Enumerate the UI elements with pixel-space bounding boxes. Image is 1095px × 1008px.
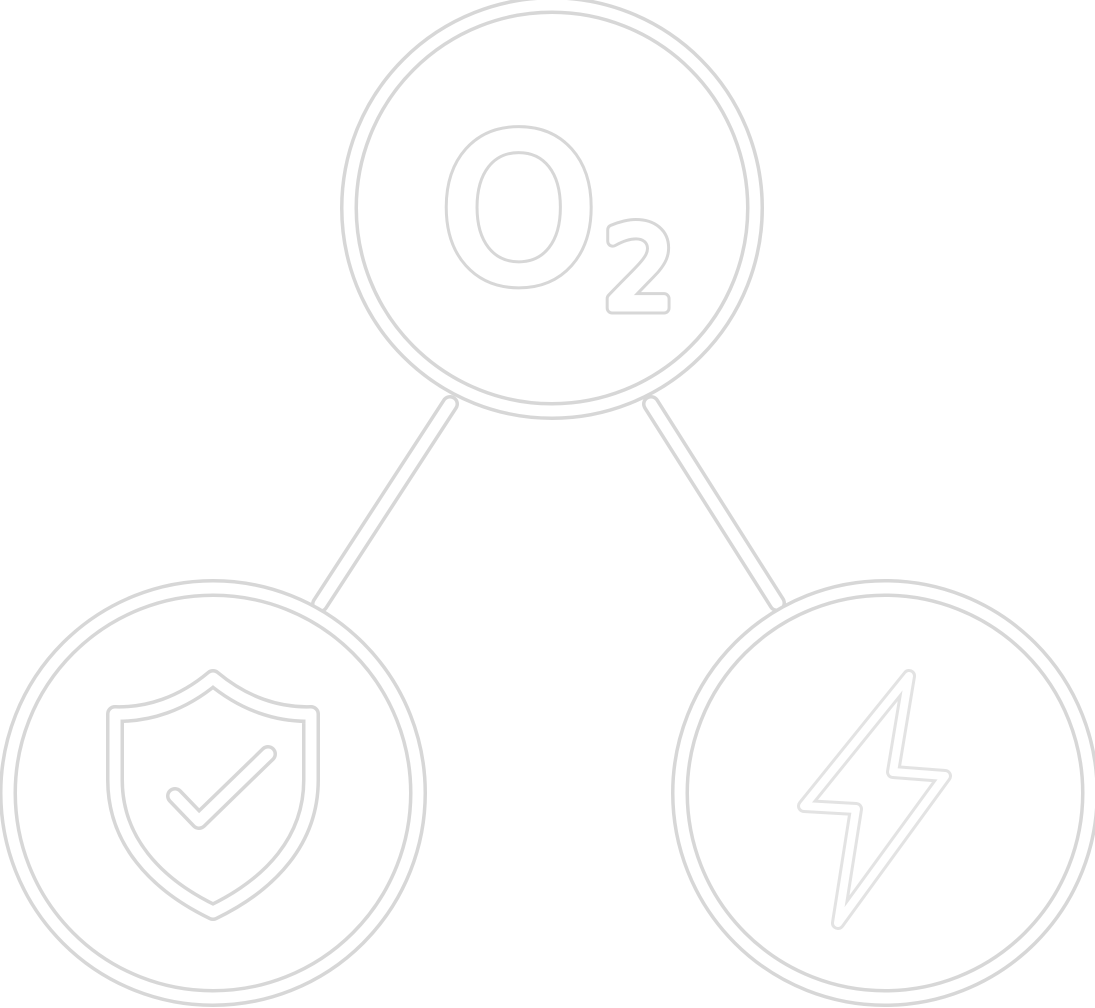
lightning-bolt-icon bbox=[797, 669, 952, 930]
oxygen-subscript-outline: 2 bbox=[604, 205, 675, 335]
lightning-bolt-shape-inner bbox=[800, 672, 949, 927]
oxygen-subscript-inner: 2 bbox=[604, 205, 675, 335]
top-node: O O O 2 2 2 bbox=[340, 0, 764, 420]
right-node-circle-inner bbox=[674, 582, 1095, 1004]
right-connector-line-inner bbox=[645, 398, 783, 609]
left-connector-line-inner bbox=[314, 398, 456, 610]
right-node bbox=[671, 579, 1095, 1007]
oxygen-subscript: 2 bbox=[604, 205, 675, 335]
checkmark-inner bbox=[169, 748, 274, 827]
oxygen-symbol-outline: O bbox=[440, 95, 597, 328]
oxygen-symbol-inner: O bbox=[440, 95, 597, 328]
oxygen-symbol: O bbox=[440, 95, 597, 328]
left-node bbox=[0, 579, 427, 1007]
top-node-circle-inner bbox=[343, 0, 761, 417]
left-node-circle-inner bbox=[2, 582, 424, 1004]
shield-check-icon bbox=[106, 669, 320, 921]
connector-lines bbox=[311, 395, 786, 613]
shield-outline-inner bbox=[109, 672, 317, 918]
